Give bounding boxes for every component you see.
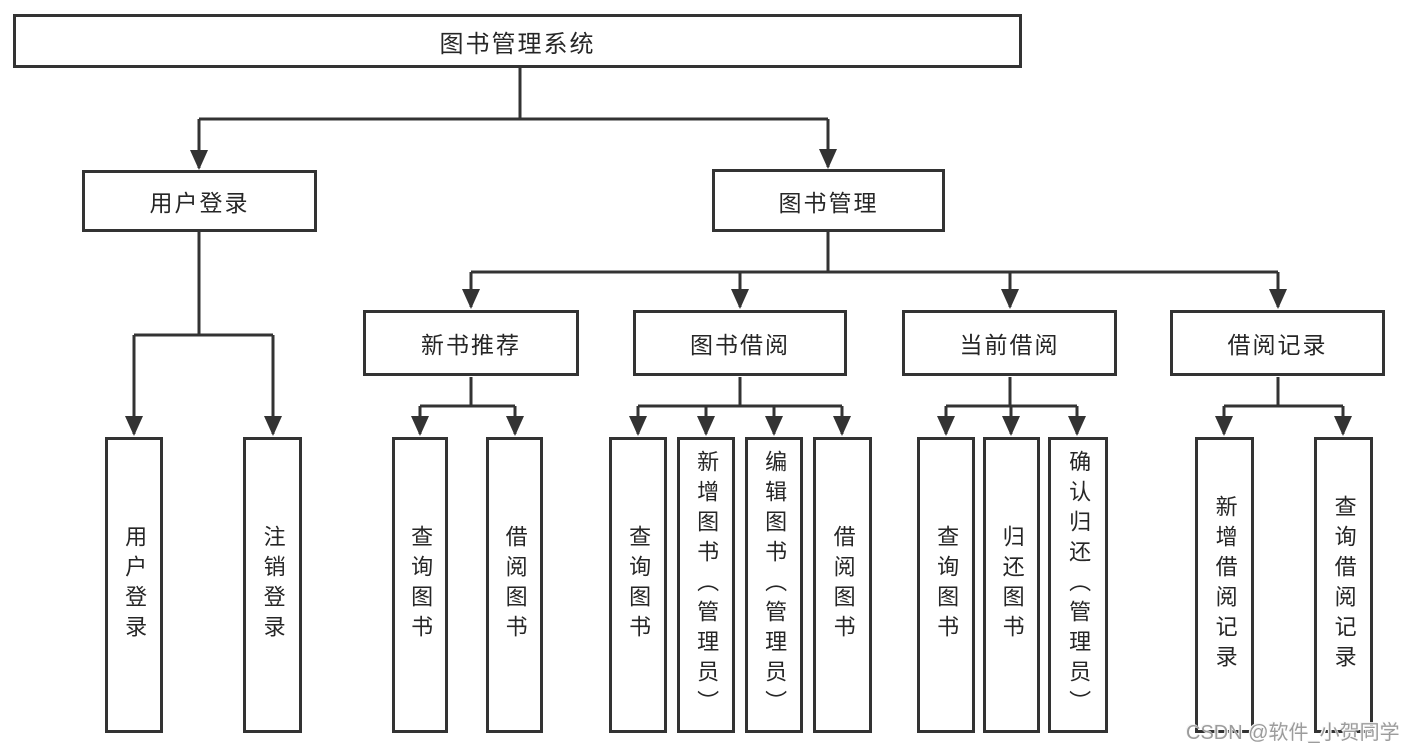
leaf-query-borrow-record-label: 查询借阅记录 (1331, 495, 1357, 675)
leaf-add-borrow-record: 新增借阅记录 (1195, 437, 1254, 733)
node-root: 图书管理系统 (13, 14, 1022, 68)
node-book-management-label: 图书管理 (778, 189, 879, 216)
node-user-login: 用户登录 (82, 170, 317, 232)
node-user-login-label: 用户登录 (149, 190, 250, 216)
leaf-edit-book-admin: 编辑图书（管理员） (745, 437, 803, 733)
node-book-borrow: 图书借阅 (633, 310, 847, 376)
node-borrow-records: 借阅记录 (1170, 310, 1385, 376)
watermark: CSDN @软件_小贺同学 (1186, 722, 1400, 744)
leaf-confirm-return-admin: 确认归还（管理员） (1048, 437, 1108, 733)
leaf-edit-book-admin-label: 编辑图书（管理员） (762, 450, 788, 720)
leaf-add-book-admin: 新增图书（管理员） (677, 437, 735, 733)
leaf-borrow-books-borrow: 借阅图书 (813, 437, 872, 733)
leaf-query-books-borrow: 查询图书 (609, 437, 667, 733)
leaf-query-books-current-label: 查询图书 (934, 525, 960, 645)
leaf-add-borrow-record-label: 新增借阅记录 (1212, 495, 1238, 675)
node-current-borrow: 当前借阅 (902, 310, 1117, 376)
leaf-return-book: 归还图书 (983, 437, 1040, 733)
node-book-borrow-label: 图书借阅 (690, 332, 790, 358)
node-borrow-records-label: 借阅记录 (1227, 332, 1328, 358)
leaf-user-login-label: 用户登录 (122, 525, 148, 645)
leaf-borrow-books-borrow-label: 借阅图书 (830, 525, 856, 645)
leaf-query-books-recommend-label: 查询图书 (408, 525, 434, 645)
node-root-label: 图书管理系统 (439, 30, 596, 58)
node-new-book-recommend-label: 新书推荐 (421, 332, 521, 358)
leaf-query-borrow-record: 查询借阅记录 (1314, 437, 1373, 733)
leaf-confirm-return-admin-label: 确认归还（管理员） (1066, 450, 1092, 720)
leaf-return-book-label: 归还图书 (999, 525, 1025, 645)
leaf-query-books-current: 查询图书 (917, 437, 975, 733)
leaf-logout-label: 注销登录 (260, 525, 286, 645)
node-current-borrow-label: 当前借阅 (959, 332, 1060, 358)
node-new-book-recommend: 新书推荐 (363, 310, 579, 376)
leaf-query-books-borrow-label: 查询图书 (626, 525, 652, 645)
leaf-borrow-books-recommend-label: 借阅图书 (502, 525, 528, 645)
leaf-logout: 注销登录 (243, 437, 302, 733)
leaf-user-login: 用户登录 (105, 437, 163, 733)
leaf-query-books-recommend: 查询图书 (392, 437, 448, 733)
leaf-borrow-books-recommend: 借阅图书 (486, 437, 543, 733)
node-book-management: 图书管理 (712, 169, 945, 232)
leaf-add-book-admin-label: 新增图书（管理员） (694, 450, 720, 720)
